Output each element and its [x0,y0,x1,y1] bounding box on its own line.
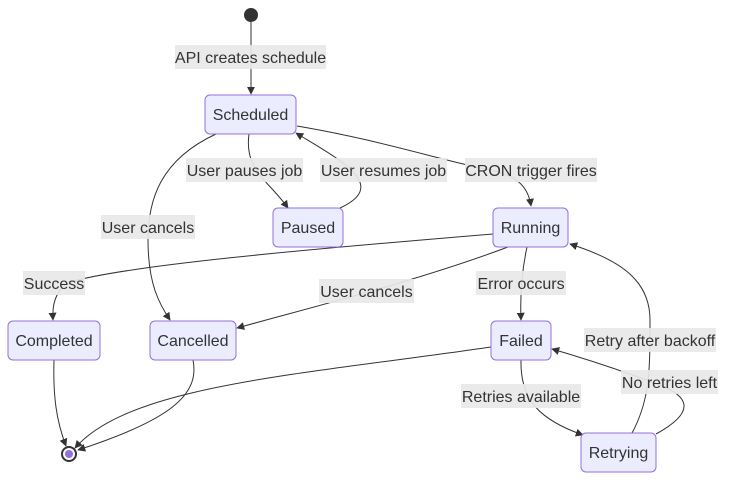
svg-text:User cancels: User cancels [102,220,194,237]
state-completed[interactable]: Completed [7,320,101,361]
edge-scheduled-cancelled [147,133,217,321]
edge-completed-end [53,359,68,447]
svg-text:User cancels: User cancels [320,284,412,301]
svg-text:Success: Success [24,276,84,293]
label-retrying-running: Retry after backoff [584,328,716,352]
label-retrying-failed: No retries left [621,370,718,394]
svg-text:User pauses job: User pauses job [187,163,303,180]
label-failed-retrying: Retries available [461,384,581,408]
state-running[interactable]: Running [492,207,569,248]
edge-scheduled-running [296,125,534,207]
label-running-cancelled: User cancels [319,279,414,303]
label-start-scheduled: API creates schedule [175,45,326,69]
state-cancelled-label: Cancelled [157,333,228,350]
label-scheduled-paused: User pauses job [186,158,303,182]
state-scheduled[interactable]: Scheduled [204,94,297,135]
state-paused[interactable]: Paused [272,207,344,248]
state-retrying[interactable]: Retrying [580,432,657,473]
label-scheduled-running: CRON trigger fires [465,158,597,182]
state-completed-label: Completed [15,333,92,350]
end-node [61,446,77,462]
state-failed[interactable]: Failed [490,320,552,361]
edge-running-completed [48,233,494,321]
state-paused-label: Paused [281,220,335,237]
label-running-completed: Success [23,271,85,295]
edges [48,22,685,452]
svg-text:User resumes job: User resumes job [321,163,446,180]
state-scheduled-label: Scheduled [213,107,289,124]
svg-text:No retries left: No retries left [622,375,718,392]
edge-retrying-running [569,242,651,434]
state-retrying-label: Retrying [589,445,649,462]
svg-text:API creates schedule: API creates schedule [175,50,326,67]
svg-text:Error occurs: Error occurs [477,276,564,293]
state-failed-label: Failed [499,333,543,350]
label-paused-scheduled: User resumes job [320,158,447,182]
svg-text:CRON trigger fires: CRON trigger fires [465,163,597,180]
edge-failed-end [74,346,492,449]
label-running-failed: Error occurs [476,271,566,295]
state-running-label: Running [501,220,561,237]
svg-text:Retry after backoff: Retry after backoff [585,333,716,350]
start-node [244,8,258,22]
label-scheduled-cancelled: User cancels [101,215,195,239]
edge-cancelled-end [77,359,195,452]
state-cancelled[interactable]: Cancelled [149,320,237,361]
svg-text:Retries available: Retries available [462,389,580,406]
